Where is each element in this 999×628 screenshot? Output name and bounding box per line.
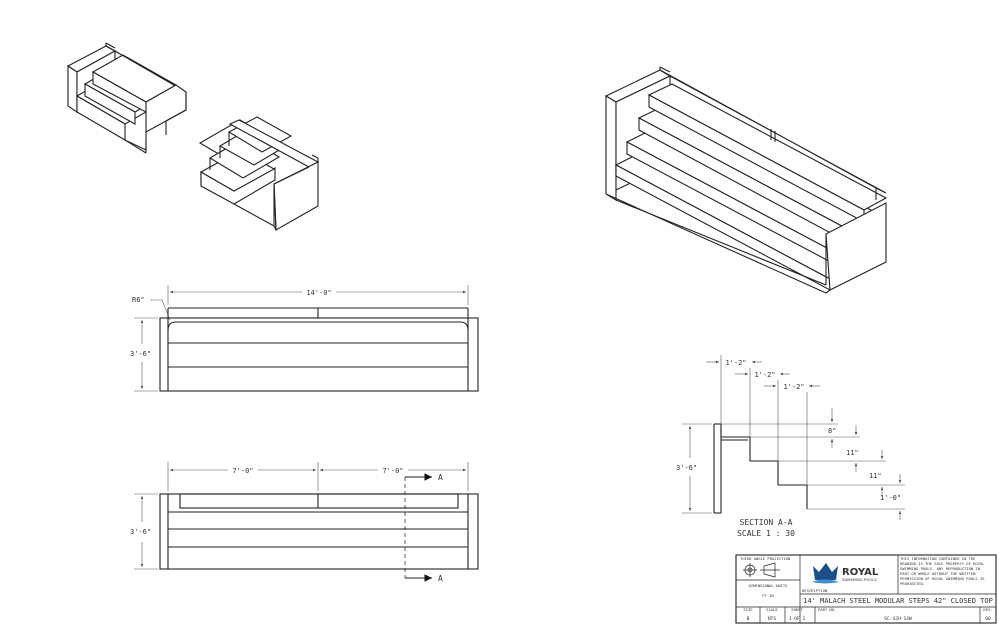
projection-label: THIRD ANGLE PROJECTION bbox=[740, 556, 791, 561]
third-angle-projection-icon bbox=[743, 562, 780, 578]
crown-icon bbox=[812, 563, 839, 584]
section-marker-bottom: A bbox=[438, 574, 443, 583]
notice-line-4: PART OR WHOLE WITHOUT THE WRITTEN bbox=[900, 571, 976, 576]
notice-line-3: SWIMMING POOLS. ANY REPRODUCTION IN bbox=[900, 566, 981, 571]
dim-half-right: 7'-0" bbox=[382, 467, 403, 475]
dim-tread-3: 1'-2" bbox=[783, 383, 804, 391]
logo-name: ROYAL bbox=[842, 567, 879, 578]
dim-overall-length: 14'-0" bbox=[306, 289, 331, 297]
dim-section-height: 3'-6" bbox=[676, 464, 697, 472]
section-marker-top: A bbox=[438, 473, 443, 482]
rev-label: REV. bbox=[983, 607, 992, 612]
dim-height-top: 3'-6" bbox=[130, 350, 151, 358]
units-value: FT-IN bbox=[762, 593, 774, 598]
notice-line-6: PROHIBITED. bbox=[900, 581, 925, 586]
dim-riser-4: 1'-0" bbox=[880, 494, 901, 502]
dim-riser-1: 8" bbox=[828, 427, 836, 435]
section-a-a: 1'-2" 1'-2" 1'-2" 8" 11" 11" 1'-0" 3'-6"… bbox=[676, 355, 905, 538]
description-label: DESCRIPTION bbox=[802, 588, 828, 593]
iso-left-module bbox=[66, 42, 187, 154]
part-label: PART NO. bbox=[818, 607, 836, 612]
dim-height-bottom: 3'-6" bbox=[130, 528, 151, 536]
title-block: THIRD ANGLE PROJECTION DIMENSIONAL UNITS… bbox=[735, 554, 997, 624]
section-title: SECTION A-A bbox=[740, 518, 793, 527]
scale-value: NTS bbox=[768, 616, 777, 622]
description-value: 14' MALACH STEEL MODULAR STEPS 42" CLOSE… bbox=[803, 597, 993, 605]
dim-riser-2: 11" bbox=[846, 449, 859, 457]
dim-radius: R6" bbox=[132, 296, 145, 304]
top-view: 14'-0" R6" 3'-6" bbox=[130, 285, 479, 392]
size-value: B bbox=[747, 616, 750, 622]
units-label: DIMENSIONAL UNITS bbox=[749, 583, 789, 588]
notice-line-2: DRAWING IS THE SOLE PROPERTY OF ROYAL bbox=[900, 561, 985, 566]
dim-tread-1: 1'-2" bbox=[725, 359, 746, 367]
bottom-view: 7'-0" 7'-0" 3'-6" A A bbox=[130, 462, 479, 583]
notice-line-5: PERMISSION OF ROYAL SWIMMING POOLS IS bbox=[900, 576, 985, 581]
part-value: SC-42H-14W bbox=[884, 616, 912, 622]
notice-line-1: THIS INFORMATION CONTAINED IN THE bbox=[900, 556, 976, 561]
dim-tread-2: 1'-2" bbox=[754, 371, 775, 379]
sheet-value: 1 OF 1 bbox=[789, 616, 806, 622]
size-label: SIZE bbox=[743, 607, 753, 612]
royal-logo: ROYAL SWIMMING POOLS bbox=[812, 563, 879, 584]
iso-right-module bbox=[198, 116, 320, 231]
dim-riser-3: 11" bbox=[869, 472, 882, 480]
iso-assembled bbox=[604, 66, 888, 294]
scale-label: SCALE bbox=[766, 607, 778, 612]
logo-sub: SWIMMING POOLS bbox=[842, 577, 877, 582]
dim-half-left: 7'-0" bbox=[232, 467, 253, 475]
sheet-label: SHEET bbox=[791, 607, 803, 612]
rev-value: 00 bbox=[985, 616, 991, 622]
section-scale: SCALE 1 : 30 bbox=[737, 529, 795, 538]
